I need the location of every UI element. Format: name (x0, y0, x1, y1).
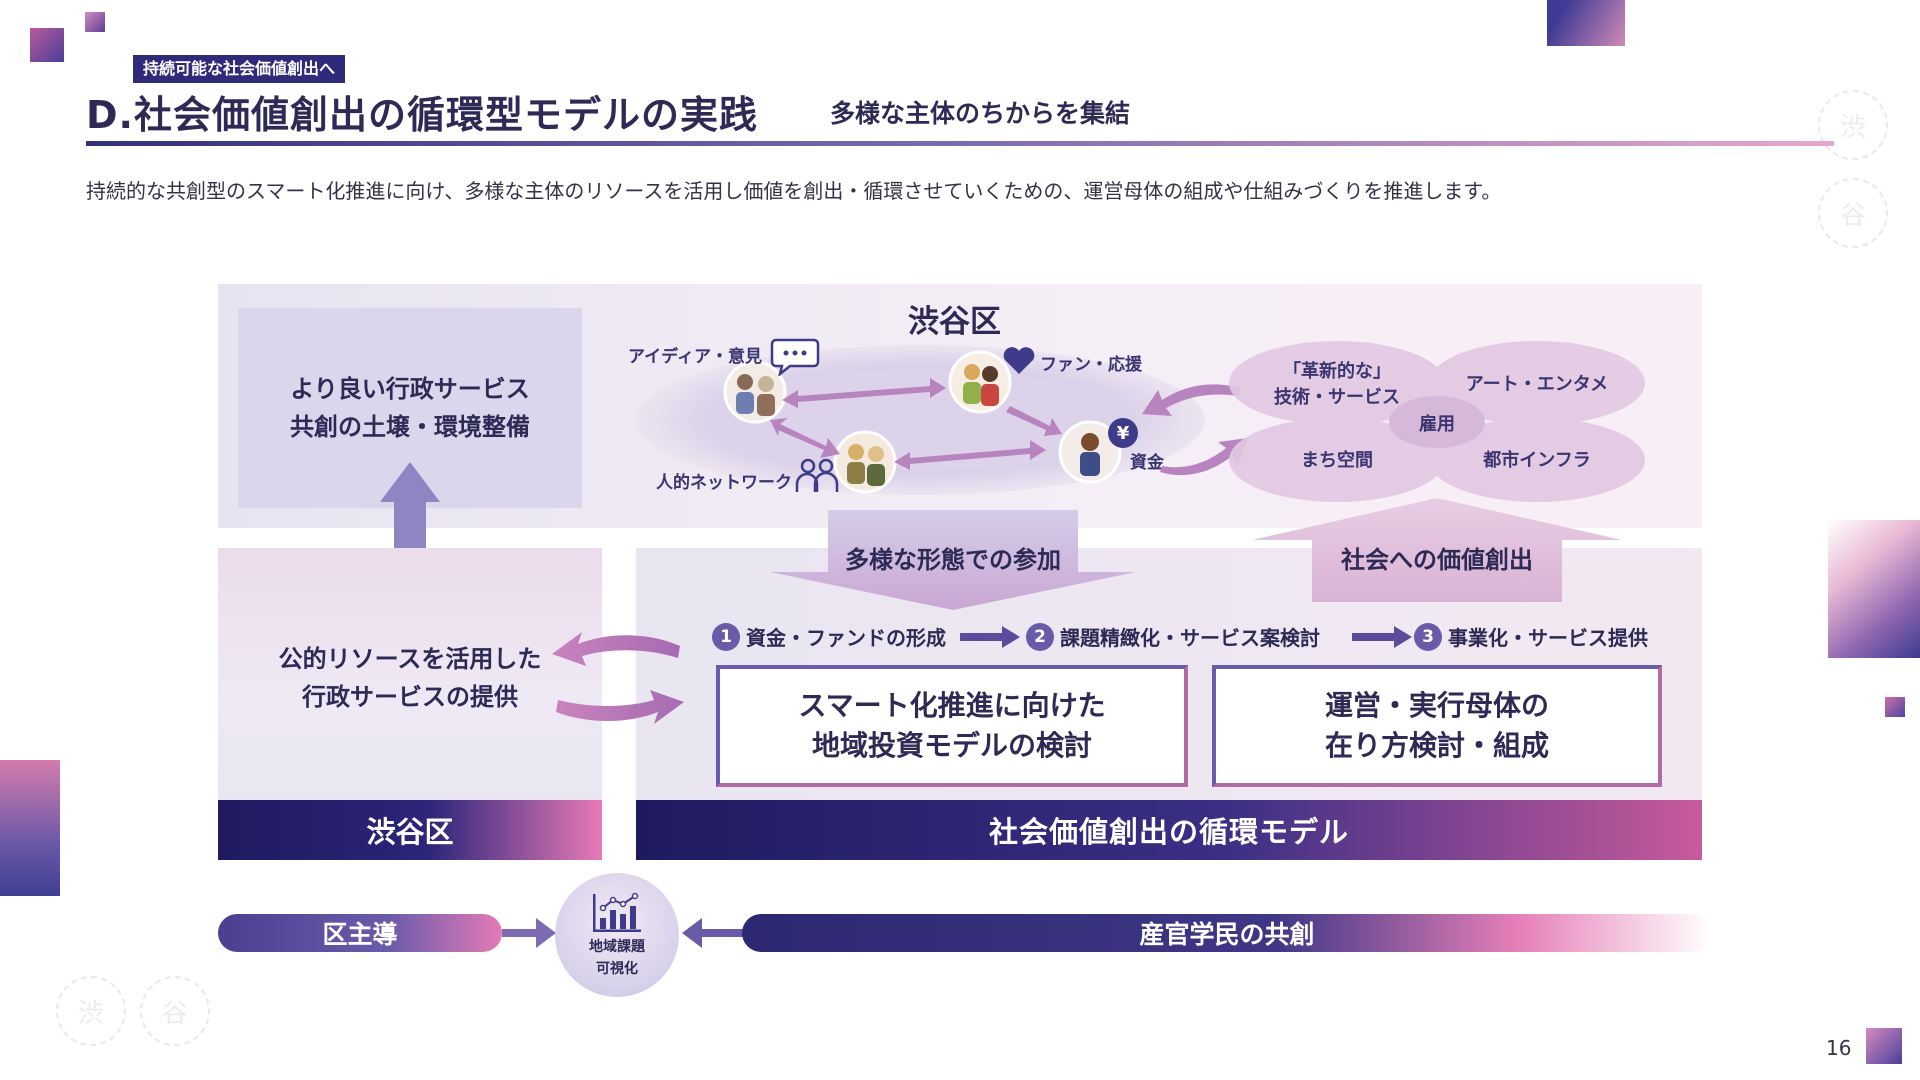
petal-urban-infra: 都市インフラ (1483, 450, 1591, 471)
step-1: 1 資金・ファンドの形成 (712, 622, 946, 651)
fans-label: ファン・応援 (1040, 355, 1142, 375)
decor-square (1828, 520, 1920, 658)
operating-body-line1: 運営・実行母体の (1324, 689, 1549, 722)
decor-square (1547, 0, 1625, 46)
issue-visualization-line2: 可視化 (596, 961, 638, 977)
petal-employment: 雇用 (1419, 414, 1455, 435)
section-tag: 持続可能な社会価値創出へ (133, 55, 346, 83)
investment-model-line2: 地域投資モデルの検討 (811, 729, 1092, 762)
up-arrow-stem (394, 500, 426, 548)
investment-model-line1: スマート化推進に向けた (798, 689, 1106, 722)
bar-chart-icon (593, 892, 641, 932)
step-2-label: 課題精緻化・サービス案検討 (1060, 626, 1320, 650)
network-label: 人的ネットワーク (656, 473, 792, 493)
admin-service-box: より良い行政サービス 共創の土壌・環境整備 (238, 308, 582, 508)
seal-watermark: 渋 (1818, 90, 1888, 160)
step-3-number: 3 (1414, 622, 1442, 651)
value-creation-up-arrow (1252, 498, 1622, 602)
petal-art: アート・エンタメ (1465, 374, 1609, 395)
ideas-label: アイディア・意見 (628, 347, 762, 367)
right-arrow-icon (502, 918, 556, 948)
seal-watermark: 谷 (1818, 178, 1888, 248)
ward-bar: 渋谷区 (218, 800, 602, 860)
decor-square (85, 12, 105, 32)
co-creation-pill: 産官学民の共創 (742, 914, 1712, 952)
step-1-number: 1 (712, 622, 740, 651)
chat-bubble-icon (770, 338, 820, 376)
left-arrow-icon (682, 918, 744, 948)
decor-square (0, 760, 60, 896)
petal-innovation: 「革新的な」 技術・サービス (1252, 359, 1422, 411)
page-title: D.社会価値創出の循環型モデルの実践 (86, 93, 758, 137)
funds-label: 資金 (1130, 453, 1164, 473)
decor-square (30, 28, 64, 62)
value-creation-label: 社会への価値創出 (1341, 546, 1533, 574)
lead-text: 持続的な共創型のスマート化推進に向け、多様な主体のリソースを活用し価値を創出・循… (86, 179, 1502, 203)
seal-watermark: 渋 (56, 976, 126, 1046)
step-3-label: 事業化・サービス提供 (1448, 626, 1648, 650)
step-2: 2 課題精緻化・サービス案検討 (1026, 622, 1320, 651)
seal-watermark: 谷 (140, 976, 210, 1046)
public-resource-text: 公的リソースを活用した 行政サービスの提供 (218, 640, 602, 716)
admin-service-line1: より良い行政サービス (290, 375, 530, 403)
up-arrow-icon (380, 462, 440, 502)
step-arrow-icon (1352, 626, 1412, 648)
page-subtitle: 多様な主体のちからを集結 (830, 99, 1131, 128)
heart-icon (1003, 347, 1035, 374)
public-resource-line2: 行政サービスの提供 (302, 683, 518, 711)
yen-coin-icon: ¥ (1108, 418, 1138, 448)
step-3: 3 事業化・サービス提供 (1414, 622, 1648, 651)
issue-visualization-circle: 地域課題 可視化 (555, 873, 679, 997)
operating-body-box: 運営・実行母体の 在り方検討・組成 (1212, 665, 1662, 787)
public-resource-line1: 公的リソースを活用した (278, 645, 542, 673)
value-petals-diagram (1229, 341, 1645, 502)
ward-ellipse-diagram (635, 345, 1205, 495)
decor-square (1866, 1028, 1902, 1064)
participation-down-arrow (770, 510, 1136, 610)
ward-panel (218, 548, 602, 800)
page-number: 16 (1826, 1036, 1852, 1060)
admin-service-line2: 共創の土壌・環境整備 (290, 413, 530, 441)
ward-cluster-title: 渋谷区 (908, 304, 1001, 340)
step-arrow-icon (960, 626, 1020, 648)
model-bar: 社会価値創出の循環モデル (636, 800, 1702, 860)
petal-innovation-line1: 「革新的な」 (1283, 361, 1391, 382)
investment-model-box: スマート化推進に向けた 地域投資モデルの検討 (716, 665, 1188, 787)
issue-visualization-line1: 地域課題 (589, 939, 645, 955)
decor-square (1885, 697, 1905, 717)
step-2-number: 2 (1026, 622, 1054, 651)
petal-innovation-line2: 技術・サービス (1274, 387, 1400, 408)
flow-arrows-icon (1142, 384, 1248, 476)
step-1-label: 資金・ファンドの形成 (746, 626, 946, 650)
ward-led-pill: 区主導 (218, 914, 502, 952)
petal-town-space: まち空間 (1301, 450, 1373, 471)
people-network-icon (795, 458, 839, 492)
participation-label: 多様な形態での参加 (845, 546, 1061, 574)
cycle-arrows-icon (552, 632, 684, 724)
title-divider (86, 141, 1834, 146)
operating-body-line2: 在り方検討・組成 (1324, 729, 1549, 762)
